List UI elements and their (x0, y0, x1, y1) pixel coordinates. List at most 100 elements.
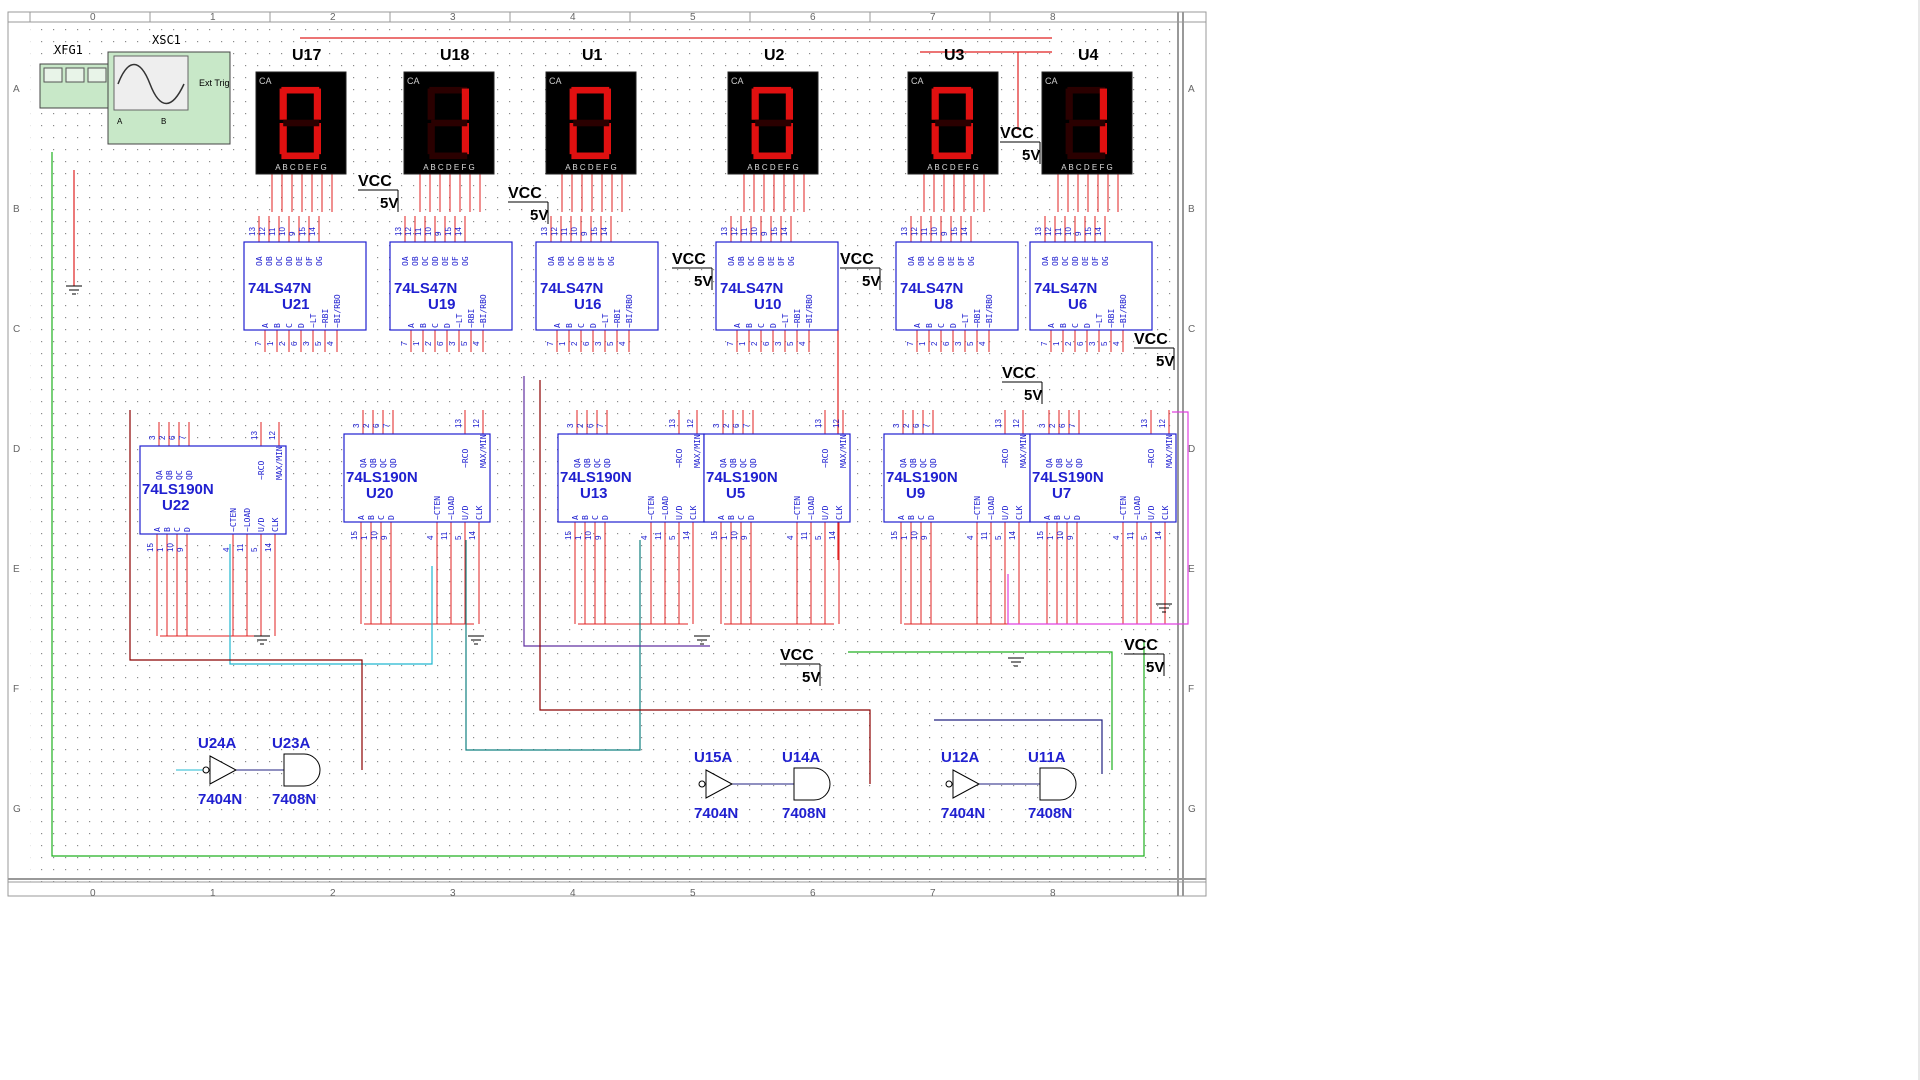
segment-b (313, 88, 321, 120)
counter-pin-label: U/D (1147, 505, 1156, 520)
counter-pin-label: QB (583, 458, 592, 468)
decoder-pin-number: 6 (762, 341, 771, 346)
counter-pin-label: B (163, 527, 172, 532)
function-generator-xfg1[interactable]: XFG1 (39, 43, 113, 109)
counter-ref-label: U9 (906, 485, 925, 502)
vcc-label: VCC (1000, 125, 1034, 142)
decoder-body (535, 241, 659, 331)
counter-pin-number: 4 (1112, 535, 1121, 540)
schematic-wire (465, 540, 641, 751)
decoder-u6[interactable]: OA13OB12OC11OD10OE9OF15OG1474LS47NU6A7B1… (1029, 227, 1153, 346)
decoder-u16[interactable]: OA13OB12OC11OD10OE9OF15OG1474LS47NU16A7B… (535, 227, 659, 346)
decoder-part-label: 74LS47N (394, 280, 457, 297)
seven-segment-display-u4[interactable]: CAA B C D E F GU4 (1041, 47, 1133, 175)
decoder-part-label: 74LS47N (720, 280, 783, 297)
seven-segment-display-u1[interactable]: CAA B C D E F GU1 (545, 47, 637, 175)
counter-u22[interactable]: QA3QB2QC6QD7~RCO13MAX/MIN1274LS190NU22A1… (139, 431, 287, 552)
counter-u20[interactable]: QA3QB2QC6QD7~RCO13MAX/MIN1274LS190NU20A1… (343, 419, 491, 540)
decoder-pin-label: OC (567, 256, 576, 266)
counter-pin-label: ~CTEN (973, 496, 982, 520)
segment-g (431, 119, 468, 127)
segment-g (1069, 119, 1106, 127)
xfg1-wave-button[interactable] (65, 67, 85, 83)
counter-pin-number: 2 (1048, 423, 1057, 428)
decoder-pin-number: 3 (954, 341, 963, 346)
counter-pin-number: 2 (362, 423, 371, 428)
xfg1-wave-button[interactable] (43, 67, 63, 83)
counter-pin-number: 4 (426, 535, 435, 540)
counter-pin-number: 4 (786, 535, 795, 540)
segment-f (1065, 88, 1073, 120)
segment-d (753, 152, 792, 160)
decoder-u8[interactable]: OA13OB12OC11OD10OE9OF15OG1474LS47NU8A7B1… (895, 227, 1019, 346)
counter-body (343, 433, 491, 523)
and-gate-body (793, 767, 831, 801)
decoder-pin-label: OE (947, 256, 956, 266)
counter-pin-label: MAX/MIN (275, 446, 284, 480)
decoder-pin-label: OA (547, 256, 556, 266)
counter-u9[interactable]: QA3QB2QC6QD7~RCO13MAX/MIN1274LS190NU9A15… (883, 419, 1031, 540)
counter-pin-label: QB (909, 458, 918, 468)
ruler-row-label: B (13, 204, 20, 215)
decoder-pin-number: 12 (550, 227, 559, 236)
ext-trig-label: Ext Trig (199, 78, 230, 88)
decoder-pin-number: 2 (930, 341, 939, 346)
volt-label: 5V (1022, 147, 1040, 164)
decoder-pin-label: ~BI/RBO (479, 294, 488, 328)
decoder-pin-number: 4 (978, 341, 987, 346)
segment-b (1099, 88, 1107, 120)
counter-u13[interactable]: QA3QB2QC6QD7~RCO13MAX/MIN1274LS190NU13A1… (557, 419, 705, 540)
decoder-u21[interactable]: OA13OB12OC11OD10OE9OF15OG1474LS47NU21A7B… (243, 227, 367, 346)
decoder-pin-number: 10 (278, 227, 287, 236)
decoder-pin-number: 6 (582, 341, 591, 346)
counter-ref-label: U13 (580, 485, 608, 502)
segment-a (1067, 86, 1106, 94)
counter-pin-label: B (367, 515, 376, 520)
counter-pin-number: 4 (966, 535, 975, 540)
decoder-pin-number: 15 (298, 227, 307, 236)
decoder-pin-label: D (589, 323, 598, 328)
xfg1-wave-button[interactable] (87, 67, 107, 83)
decoder-pin-number: 6 (290, 341, 299, 346)
counter-part-label: 74LS190N (142, 481, 214, 498)
segment-g (755, 119, 792, 127)
decoder-u10[interactable]: OA13OB12OC11OD10OE9OF15OG1474LS47NU10A7B… (715, 227, 839, 346)
counter-part-label: 74LS190N (560, 469, 632, 486)
counter-pin-number: 6 (912, 423, 921, 428)
decoder-u19[interactable]: OA13OB12OC11OD10OE9OF15OG1474LS47NU19A7B… (389, 227, 513, 346)
counter-pin-number: 1 (1046, 535, 1055, 540)
segment-d (429, 152, 468, 160)
decoder-pin-label: OF (777, 256, 786, 266)
decoder-pin-number: 15 (950, 227, 959, 236)
counter-pin-label: QD (749, 458, 758, 468)
decoder-part-label: 74LS47N (540, 280, 603, 297)
segment-a (753, 86, 792, 94)
seven-segment-display-u2[interactable]: CAA B C D E F GU2 (727, 47, 819, 175)
ruler-row-label: G (13, 804, 21, 815)
counter-pin-number: 1 (720, 535, 729, 540)
decoder-pin-number: 9 (940, 231, 949, 236)
counter-pin-number: 14 (468, 531, 477, 540)
counter-u7[interactable]: QA3QB2QC6QD7~RCO13MAX/MIN1274LS190NU7A15… (1029, 419, 1177, 540)
counter-pin-label: CLK (689, 505, 698, 520)
segment-c (965, 123, 973, 155)
seven-segment-display-u3[interactable]: CAA B C D E F GU3 (907, 47, 999, 175)
decoder-pin-number: 2 (750, 341, 759, 346)
counter-u5[interactable]: QA3QB2QC6QD7~RCO13MAX/MIN1274LS190NU5A15… (703, 419, 851, 540)
schematic-wire (523, 376, 710, 647)
inverter-bubble (945, 780, 953, 788)
vertical-scrollbar[interactable] (1918, 0, 1920, 1080)
decoder-pin-number: 5 (606, 341, 615, 346)
